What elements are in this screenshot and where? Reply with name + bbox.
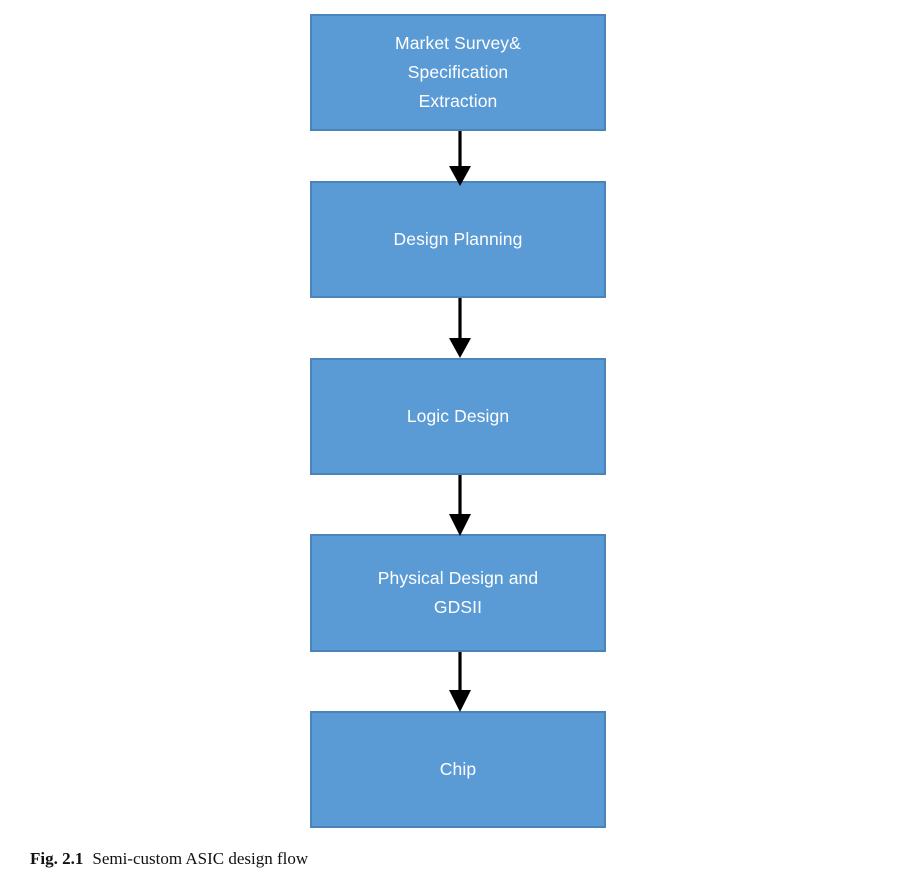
flow-node-chip[interactable]: Chip	[310, 711, 606, 828]
flow-node-logic-design[interactable]: Logic Design	[310, 358, 606, 475]
arrow-physical-design-to-chip	[449, 652, 471, 712]
figure-caption-number: Fig. 2.1	[30, 849, 84, 868]
figure-caption-text: Semi-custom ASIC design flow	[92, 849, 309, 868]
flow-node-label: Physical Design and GDSII	[377, 568, 539, 617]
flow-node-physical-design[interactable]: Physical Design and GDSII	[310, 534, 606, 652]
flow-node-design-planning[interactable]: Design Planning	[310, 181, 606, 298]
arrow-market-survey-to-design-planning	[449, 131, 471, 186]
arrow-design-planning-to-logic-design	[449, 298, 471, 358]
flow-node-label: Design Planning	[393, 229, 523, 249]
arrow-logic-design-to-physical-design	[449, 475, 471, 536]
figure-caption: Fig. 2.1 Semi-custom ASIC design flow	[30, 849, 630, 869]
flow-node-label: Chip	[439, 759, 477, 779]
flow-node-market-survey[interactable]: Market Survey& Specification Extraction	[310, 14, 606, 131]
flow-node-label: Market Survey& Specification Extraction	[395, 33, 521, 111]
flow-node-label: Logic Design	[406, 406, 510, 426]
